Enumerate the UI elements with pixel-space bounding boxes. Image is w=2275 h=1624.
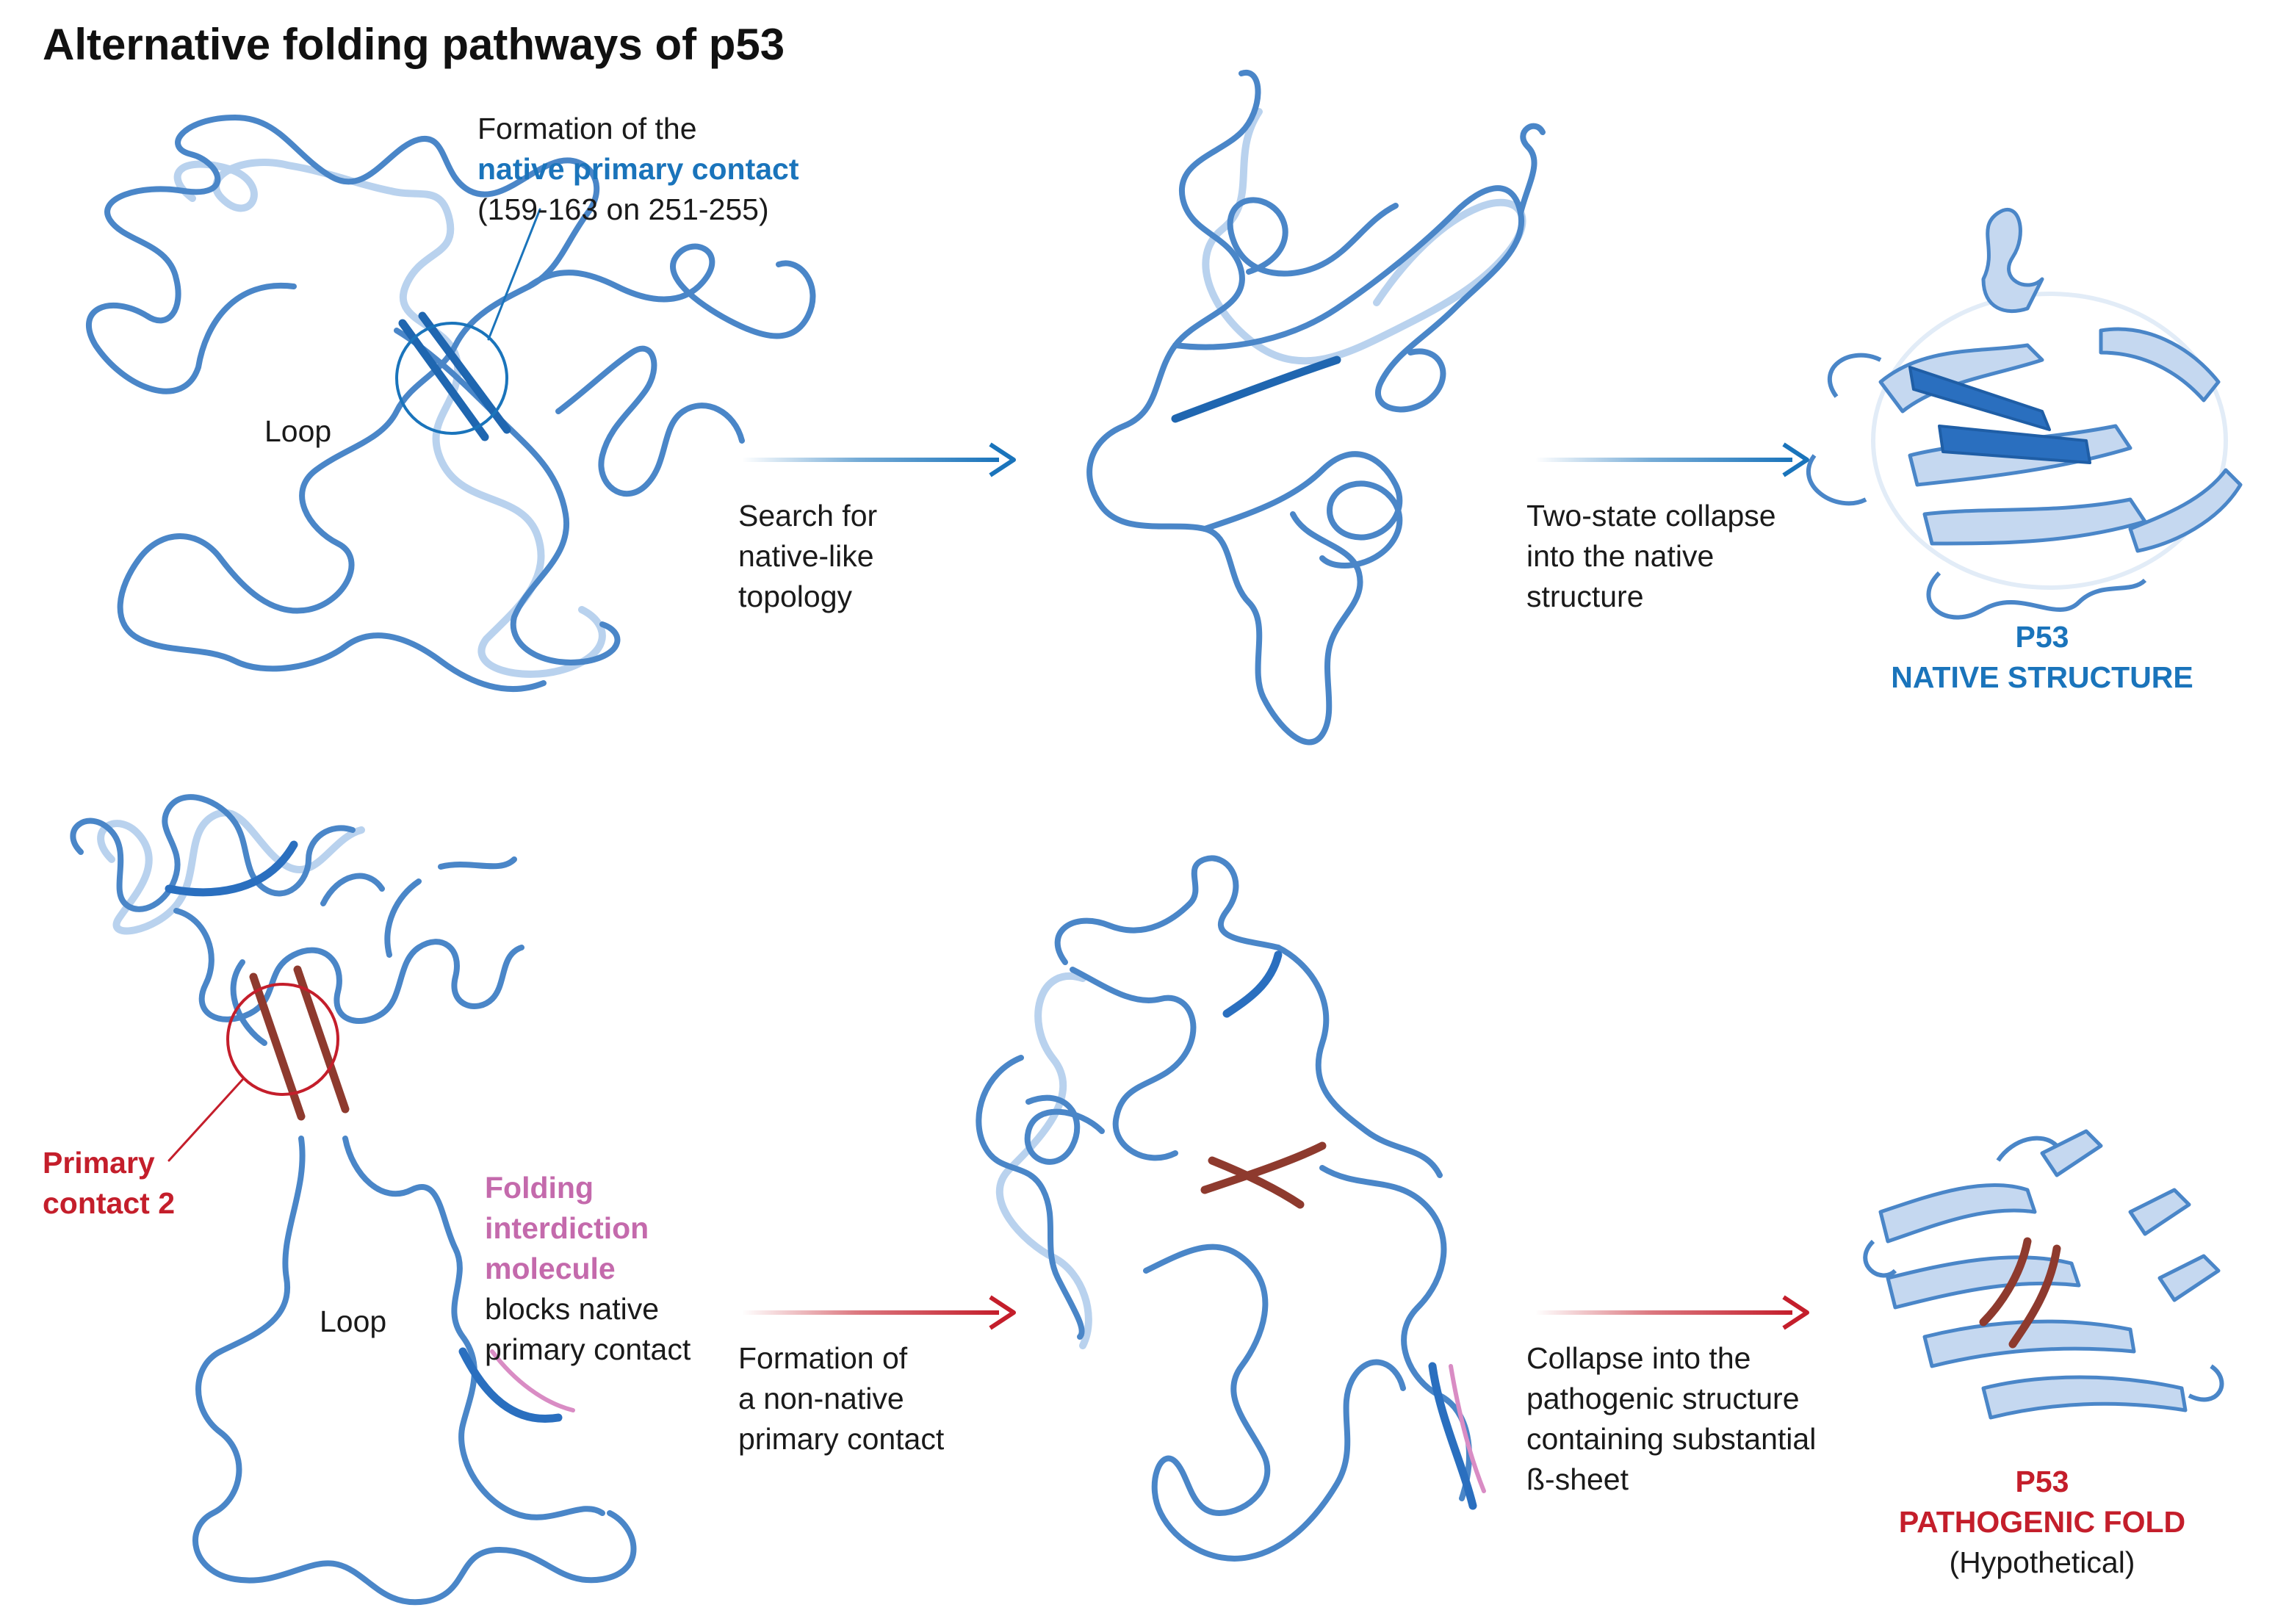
interdiction-molecule-caption: Folding interdiction molecule blocks nat… bbox=[485, 1168, 691, 1370]
caption-highlight: native primary contact bbox=[477, 152, 799, 186]
pathogenic-fold-ribbon bbox=[1863, 1129, 2224, 1420]
caption-line: blocks native bbox=[485, 1292, 660, 1326]
pathogenic-contact-circle bbox=[226, 983, 339, 1096]
caption-line: Collapse into the bbox=[1526, 1341, 1751, 1375]
caption-highlight: interdiction bbox=[485, 1211, 649, 1245]
caption-highlight: Folding bbox=[485, 1171, 594, 1205]
loop-label-top: Loop bbox=[264, 414, 332, 448]
native-contact-circle bbox=[395, 322, 508, 435]
loop-label-bottom: Loop bbox=[320, 1304, 387, 1338]
intermediate-chain-bottom bbox=[976, 855, 1486, 1562]
arrow-bottom-1 bbox=[742, 1295, 1016, 1330]
label-line: contact 2 bbox=[43, 1186, 175, 1220]
caption-highlight: molecule bbox=[485, 1252, 616, 1285]
pathogenic-fold-label: P53 PATHOGENIC FOLD (Hypothetical) bbox=[1851, 1462, 2233, 1583]
page-title: Alternative folding pathways of p53 bbox=[43, 20, 785, 69]
contact-2-leader-line bbox=[167, 1078, 244, 1162]
result-note: (Hypothetical) bbox=[1949, 1545, 2135, 1579]
unfolded-chain-top bbox=[85, 115, 816, 692]
contact-leader-line bbox=[487, 208, 541, 341]
caption-line: primary contact bbox=[738, 1422, 945, 1456]
step-caption-top-2: Two-state collapse into the native struc… bbox=[1526, 496, 1776, 617]
native-structure-ribbon bbox=[1806, 207, 2243, 620]
caption-line: ß-sheet bbox=[1526, 1462, 1629, 1496]
result-line: P53 bbox=[2015, 1465, 2069, 1498]
caption-line: native-like bbox=[738, 539, 874, 573]
result-line: NATIVE STRUCTURE bbox=[1891, 660, 2193, 694]
arrow-top-2 bbox=[1535, 442, 1809, 477]
caption-line: Two-state collapse bbox=[1526, 499, 1776, 533]
caption-line: topology bbox=[738, 580, 853, 613]
caption-line: structure bbox=[1526, 580, 1644, 613]
step-caption-top-1: Search for native-like topology bbox=[738, 496, 877, 617]
caption-line: (159-163 on 251-255) bbox=[477, 192, 769, 226]
unfolded-chain-bottom bbox=[70, 794, 637, 1606]
intermediate-chain-top bbox=[1086, 69, 1546, 746]
label-line: Primary bbox=[43, 1146, 155, 1180]
arrow-bottom-2 bbox=[1535, 1295, 1809, 1330]
primary-contact-2-label: Primary contact 2 bbox=[43, 1143, 175, 1224]
caption-line: Formation of the bbox=[477, 112, 697, 145]
caption-line: containing substantial bbox=[1526, 1422, 1817, 1456]
arrow-top-1 bbox=[742, 442, 1016, 477]
native-contact-caption: Formation of the native primary contact … bbox=[477, 109, 799, 230]
result-line: PATHOGENIC FOLD bbox=[1898, 1505, 2186, 1539]
caption-line: pathogenic structure bbox=[1526, 1382, 1800, 1415]
caption-line: primary contact bbox=[485, 1332, 691, 1366]
caption-line: into the native bbox=[1526, 539, 1715, 573]
caption-line: Search for bbox=[738, 499, 878, 533]
native-structure-label: P53 NATIVE STRUCTURE bbox=[1851, 617, 2233, 698]
result-line: P53 bbox=[2015, 620, 2069, 654]
step-caption-bottom-2: Collapse into the pathogenic structure c… bbox=[1526, 1338, 1816, 1500]
caption-line: Formation of bbox=[738, 1341, 908, 1375]
interdiction-molecule bbox=[490, 1349, 575, 1412]
caption-line: a non-native bbox=[738, 1382, 904, 1415]
step-caption-bottom-1: Formation of a non-native primary contac… bbox=[738, 1338, 944, 1459]
